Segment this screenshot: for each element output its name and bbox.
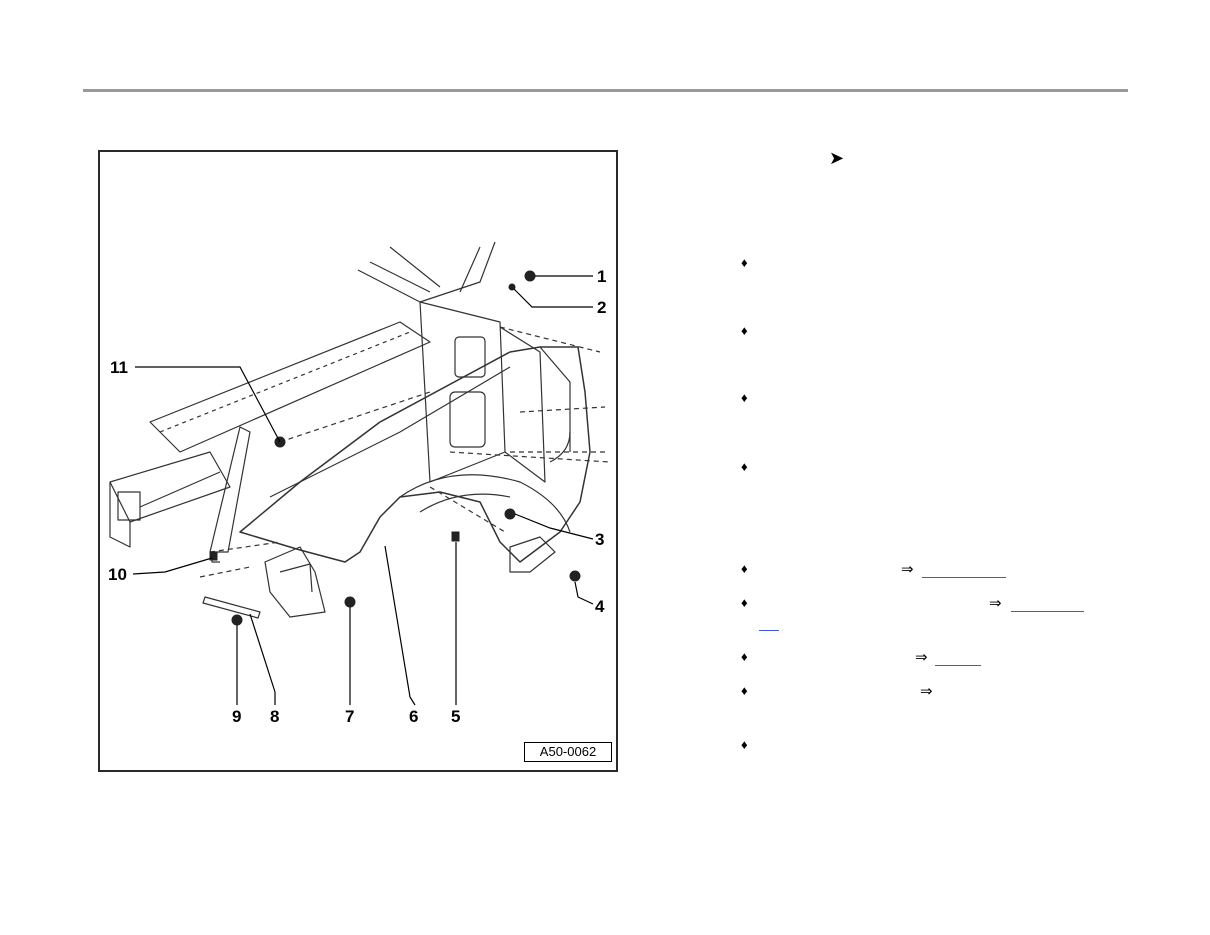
list-bullet: ♦ <box>741 390 748 405</box>
figure-pointer-icon: ➤ <box>829 148 845 168</box>
list-bullet: ♦ <box>741 323 748 338</box>
reference-arrow-icon: ⇒ <box>915 649 928 666</box>
fender-line-drawing: 1 2 3 4 5 6 7 8 9 10 11 <box>108 241 611 726</box>
list-bullet: ♦ <box>741 649 748 664</box>
reference-link[interactable] <box>1011 611 1084 612</box>
callout-11: 11 <box>110 358 128 377</box>
callout-3: 3 <box>595 530 604 549</box>
list-bullet: ♦ <box>741 595 748 610</box>
list-bullet: ♦ <box>741 737 748 752</box>
reference-arrow-icon: ⇒ <box>989 595 1002 612</box>
list-bullet: ♦ <box>741 459 748 474</box>
callout-7: 7 <box>345 707 354 726</box>
callout-5: 5 <box>451 707 460 726</box>
callout-2: 2 <box>597 298 606 317</box>
header-rule <box>83 89 1128 92</box>
list-bullet: ♦ <box>741 561 748 576</box>
callout-9: 9 <box>232 707 241 726</box>
reference-link[interactable] <box>935 665 981 666</box>
callout-6: 6 <box>409 707 418 726</box>
exploded-view-figure: 1 2 3 4 5 6 7 8 9 10 11 A50-0062 <box>98 150 618 772</box>
callout-1: 1 <box>597 267 606 286</box>
reference-arrow-icon: ⇒ <box>920 683 933 700</box>
list-bullet: ♦ <box>741 683 748 698</box>
callout-4: 4 <box>595 597 605 616</box>
callout-8: 8 <box>270 707 279 726</box>
figure-id-label: A50-0062 <box>524 742 612 762</box>
list-bullet: ♦ <box>741 255 748 270</box>
reference-link[interactable] <box>759 630 779 631</box>
callout-10: 10 <box>108 565 127 584</box>
reference-link[interactable] <box>922 577 1006 578</box>
reference-arrow-icon: ⇒ <box>901 561 914 578</box>
